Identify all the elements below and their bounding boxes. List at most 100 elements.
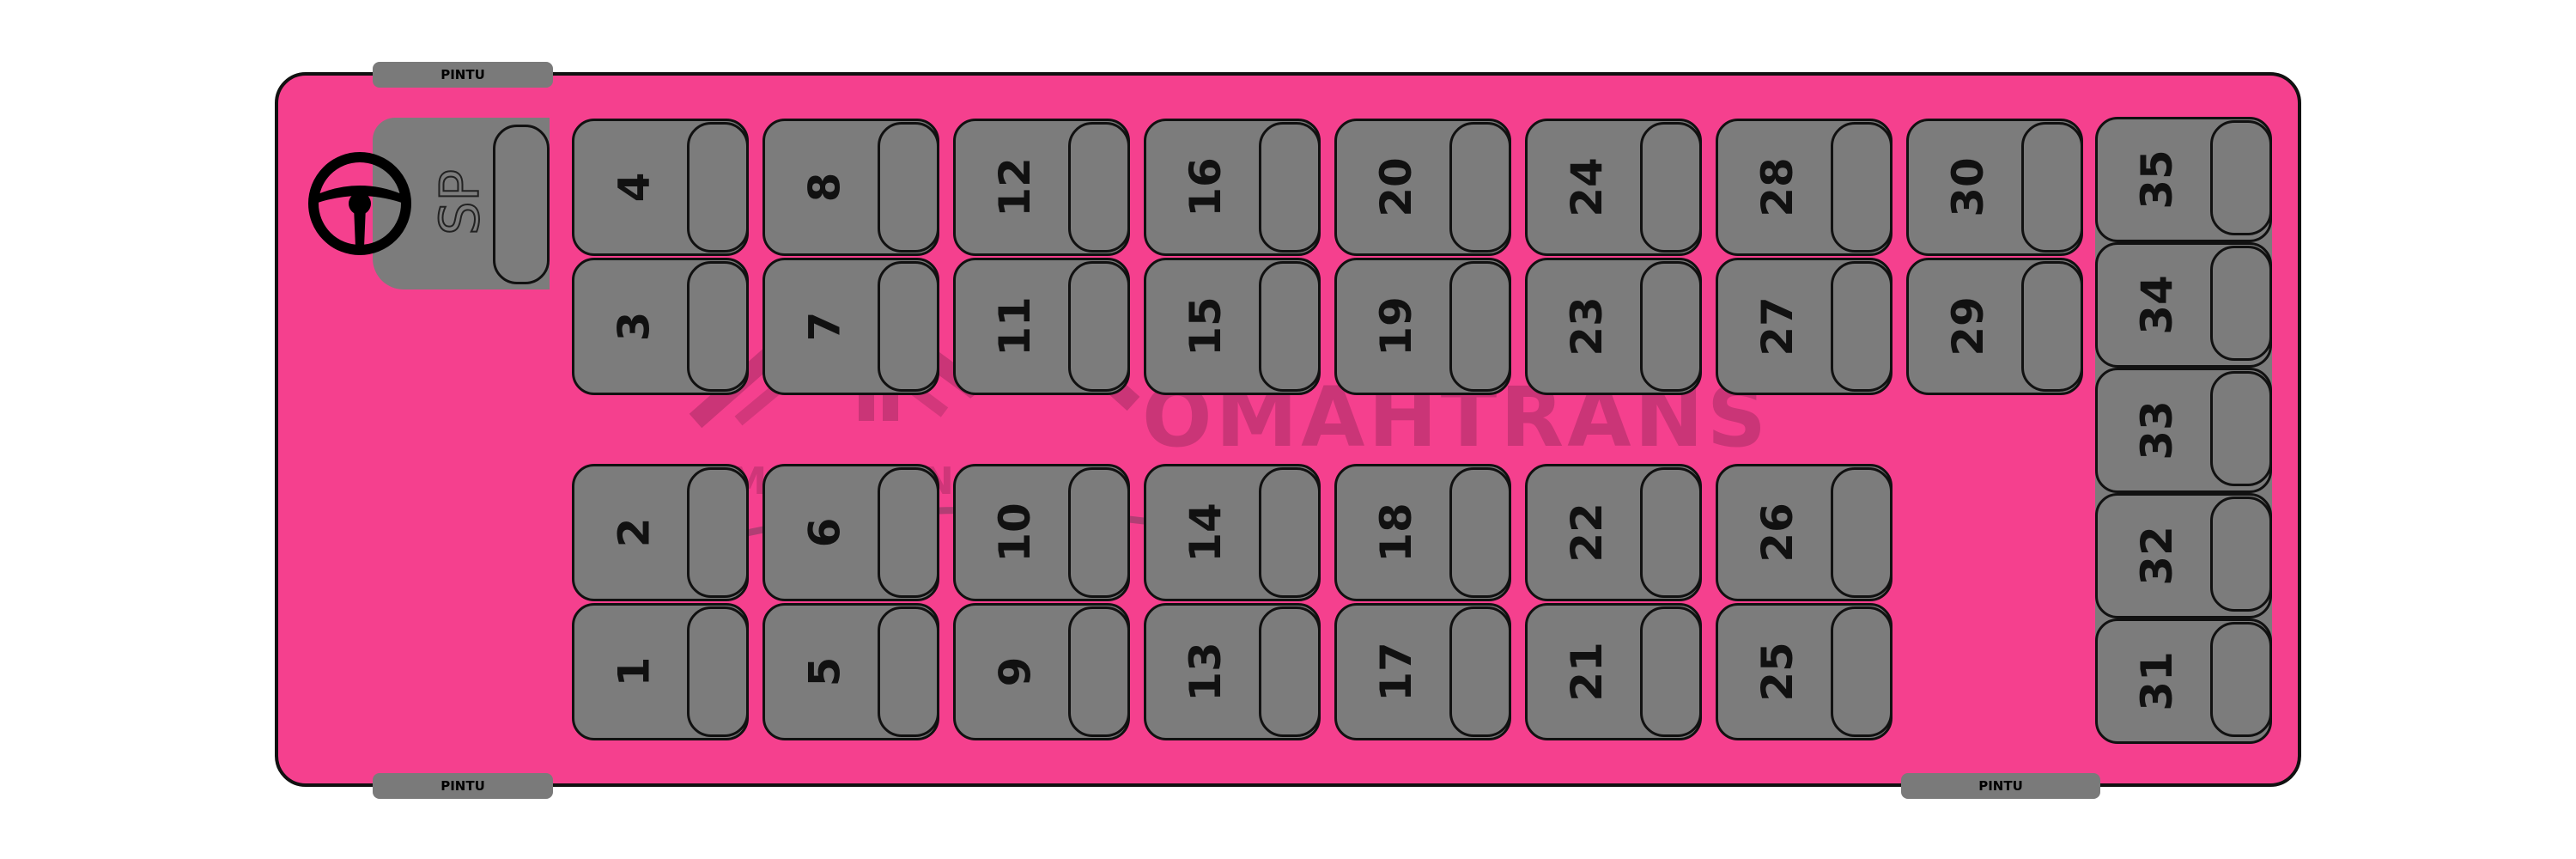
seat-number: 30	[1913, 119, 2023, 256]
seat-21[interactable]: 21	[1525, 603, 1702, 740]
seat-number: 3	[579, 258, 689, 395]
seat-backrest	[687, 467, 749, 598]
seat-33[interactable]: 33	[2095, 368, 2272, 493]
seat-22[interactable]: 22	[1525, 464, 1702, 601]
seat-backrest	[1831, 467, 1893, 598]
seat-10[interactable]: 10	[953, 464, 1130, 601]
seat-backrest	[2210, 371, 2272, 486]
seat-backrest	[1449, 122, 1511, 253]
seat-34[interactable]: 34	[2095, 242, 2272, 368]
front-top-door: PINTU	[373, 62, 553, 88]
seat-number-label: 31	[2132, 651, 2182, 711]
seat-number: 13	[1151, 603, 1261, 740]
seat-20[interactable]: 20	[1334, 119, 1511, 256]
seat-29[interactable]: 29	[1906, 258, 2083, 395]
seat-28[interactable]: 28	[1716, 119, 1893, 256]
seat-24[interactable]: 24	[1525, 119, 1702, 256]
seat-31[interactable]: 31	[2095, 618, 2272, 744]
seat-number-label: 4	[608, 172, 659, 203]
seat-number: 20	[1341, 119, 1451, 256]
seat-18[interactable]: 18	[1334, 464, 1511, 601]
seat-7[interactable]: 7	[762, 258, 939, 395]
seat-30[interactable]: 30	[1906, 119, 2083, 256]
seat-number-label: 20	[1371, 157, 1421, 217]
driver-seat-label: SP	[428, 168, 492, 236]
seat-1[interactable]: 1	[572, 603, 749, 740]
seat-25[interactable]: 25	[1716, 603, 1893, 740]
seat-35[interactable]: 35	[2095, 117, 2272, 242]
seat-number-label: 15	[1181, 296, 1230, 356]
seat-6[interactable]: 6	[762, 464, 939, 601]
seat-15[interactable]: 15	[1144, 258, 1321, 395]
seat-backrest	[687, 261, 749, 392]
seat-backrest	[1259, 261, 1321, 392]
seat-number-label: 21	[1562, 642, 1612, 702]
seat-number: 9	[960, 603, 1070, 740]
seat-number: 33	[2102, 368, 2212, 493]
seat-backrest	[1640, 261, 1702, 392]
seat-number: 24	[1532, 119, 1642, 256]
seat-2[interactable]: 2	[572, 464, 749, 601]
seat-number: 22	[1532, 464, 1642, 601]
seat-5[interactable]: 5	[762, 603, 939, 740]
seat-number: 6	[769, 464, 879, 601]
seat-number-label: 29	[1943, 296, 1993, 356]
seat-backrest	[1068, 467, 1130, 598]
seat-9[interactable]: 9	[953, 603, 1130, 740]
seat-backrest	[878, 467, 939, 598]
seat-backrest	[2210, 120, 2272, 235]
seat-backrest	[1259, 606, 1321, 737]
seat-backrest	[1449, 467, 1511, 598]
seat-4[interactable]: 4	[572, 119, 749, 256]
seat-32[interactable]: 32	[2095, 493, 2272, 618]
seat-17[interactable]: 17	[1334, 603, 1511, 740]
seat-number-label: 32	[2132, 526, 2182, 586]
seat-number-label: 33	[2132, 400, 2182, 460]
seat-number-label: 17	[1371, 642, 1421, 702]
seat-number: 31	[2102, 618, 2212, 744]
seat-number-label: 24	[1562, 157, 1612, 217]
seat-backrest	[1831, 261, 1893, 392]
seat-19[interactable]: 19	[1334, 258, 1511, 395]
seat-number: 15	[1151, 258, 1261, 395]
driver-seat-backrest	[493, 125, 550, 284]
seat-backrest	[2210, 622, 2272, 737]
seat-11[interactable]: 11	[953, 258, 1130, 395]
seat-8[interactable]: 8	[762, 119, 939, 256]
seat-backrest	[2021, 122, 2083, 253]
seat-16[interactable]: 16	[1144, 119, 1321, 256]
seat-number: 32	[2102, 493, 2212, 618]
seat-backrest	[1449, 606, 1511, 737]
seat-backrest	[687, 122, 749, 253]
seat-number: 7	[769, 258, 879, 395]
seat-26[interactable]: 26	[1716, 464, 1893, 601]
seat-27[interactable]: 27	[1716, 258, 1893, 395]
seat-13[interactable]: 13	[1144, 603, 1321, 740]
seat-number-label: 11	[990, 296, 1040, 356]
seat-23[interactable]: 23	[1525, 258, 1702, 395]
seat-14[interactable]: 14	[1144, 464, 1321, 601]
seat-number-label: 12	[990, 157, 1040, 217]
seat-backrest	[1640, 467, 1702, 598]
seat-number: 34	[2102, 242, 2212, 368]
seat-backrest	[1831, 606, 1893, 737]
seat-number-label: 28	[1753, 157, 1802, 217]
seat-number-label: 34	[2132, 275, 2182, 335]
seat-backrest	[687, 606, 749, 737]
seat-number: 18	[1341, 464, 1451, 601]
seat-number-label: 26	[1753, 503, 1802, 563]
seat-number-label: 35	[2132, 149, 2182, 210]
seat-number-label: 5	[799, 656, 849, 687]
seat-12[interactable]: 12	[953, 119, 1130, 256]
seat-3[interactable]: 3	[572, 258, 749, 395]
seat-number-label: 19	[1371, 296, 1421, 356]
seat-backrest	[878, 261, 939, 392]
seat-backrest	[878, 122, 939, 253]
seat-backrest	[1640, 122, 1702, 253]
seat-backrest	[2210, 497, 2272, 612]
seat-number: 14	[1151, 464, 1261, 601]
seat-backrest	[1068, 606, 1130, 737]
seat-number: 8	[769, 119, 879, 256]
seat-number-label: 3	[608, 311, 659, 342]
seat-number-label: 1	[608, 656, 659, 687]
